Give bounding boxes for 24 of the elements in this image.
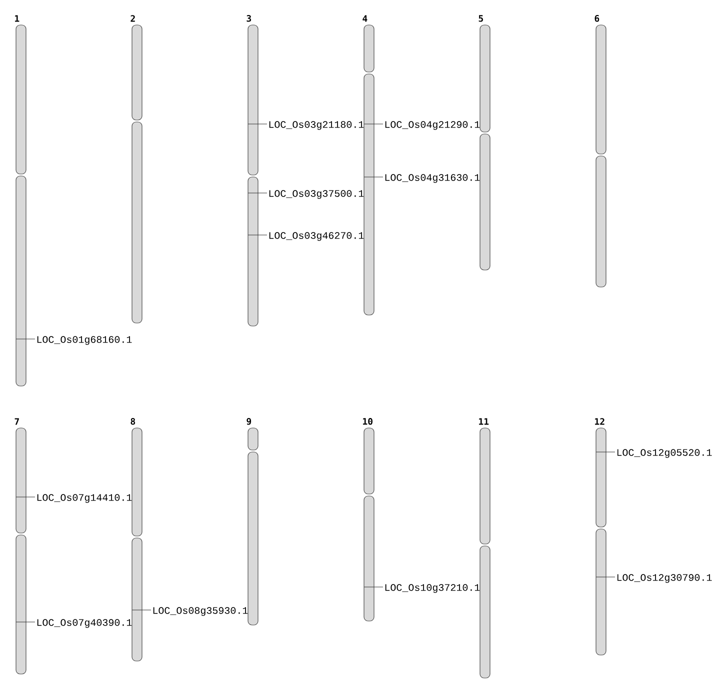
chromosome-number: 3 [246,14,252,22]
gene-label: LOC_Os08g35930.1 [153,607,248,616]
chromosome-number: 12 [595,418,604,425]
chromosome-number: 1 [15,15,20,22]
gene-label: LOC_Os04g31630.1 [385,174,480,183]
gene-label: LOC_Os03g21180.1 [269,121,364,130]
gene-label: LOC_Os04g21290.1 [385,121,480,130]
chromosome-number: 2 [130,15,135,22]
gene-label: LOC_Os03g37500.1 [269,190,364,199]
gene-label: LOC_Os12g05520.1 [617,449,712,458]
chromosome-number: 6 [594,15,600,22]
chromosome-number: 4 [362,15,368,22]
chromosome-number: 5 [478,15,484,22]
gene-label: LOC_Os12g30790.1 [617,574,712,583]
chromosome-number: 7 [14,418,19,425]
chromosome-number: 8 [130,418,136,425]
gene-label: LOC_Os07g14410.1 [37,494,132,503]
gene-label: LOC_Os03g46270.1 [269,232,364,241]
chromosome-number: 9 [246,418,252,425]
chromosome-number: 11 [479,418,489,425]
chromosome-number: 10 [363,418,372,425]
gene-label: LOC_Os07g40390.1 [37,619,132,628]
gene-label: LOC_Os10g37210.1 [385,584,480,593]
gene-label: LOC_Os01g68160.1 [37,336,132,345]
